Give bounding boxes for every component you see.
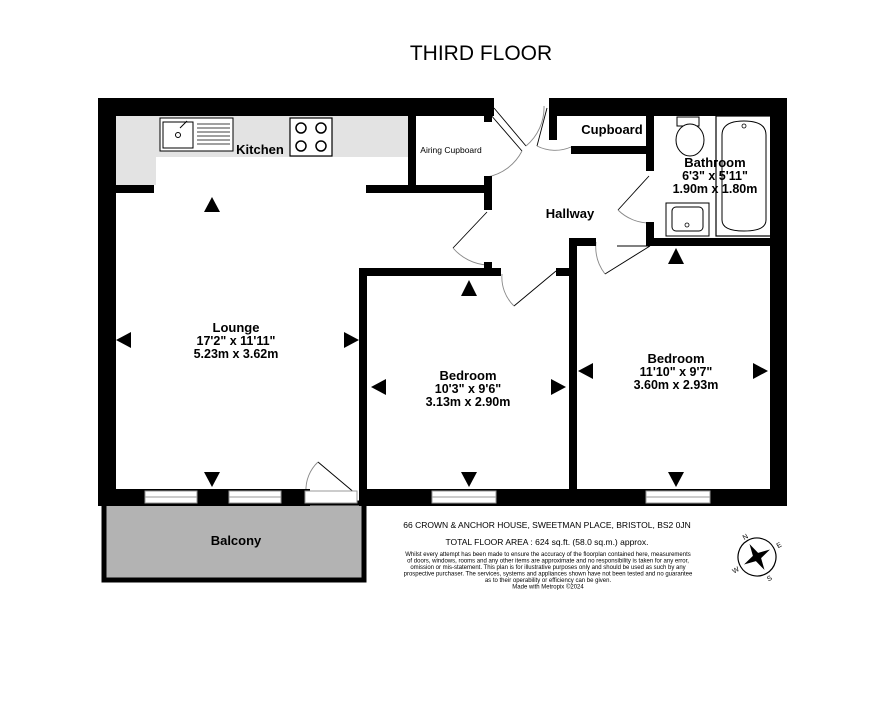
compass-south: S [766, 575, 774, 584]
disclaimer-line: Whilst every attempt has been made to en… [405, 552, 691, 558]
disclaimer-line: of doors, windows, rooms and any other i… [407, 559, 689, 565]
balcony-label: Balcony [211, 533, 262, 548]
floor-title: THIRD FLOOR [410, 42, 552, 65]
sink-icon [159, 117, 234, 152]
dimension-arrows [116, 197, 768, 487]
compass-icon: N S E W [731, 533, 784, 584]
bedroom-1-label: Bedroom [439, 368, 496, 383]
floor-area-text: TOTAL FLOOR AREA : 624 sq.ft. (58.0 sq.m… [446, 537, 649, 547]
hob-icon [289, 117, 333, 157]
bedroom-2-imperial: 11'10" x 9'7" [640, 365, 713, 379]
lounge-imperial: 17'2" x 11'11" [197, 334, 276, 348]
windows [144, 490, 711, 504]
lounge-label: Lounge [213, 320, 260, 335]
hallway-label: Hallway [546, 206, 595, 221]
cupboard-label: Cupboard [581, 122, 642, 137]
bedroom-2-label: Bedroom [647, 351, 704, 366]
compass-west: W [731, 566, 741, 576]
basin-icon [665, 202, 710, 237]
compass-east: E [776, 541, 784, 550]
address-text: 66 CROWN & ANCHOR HOUSE, SWEETMAN PLACE,… [403, 520, 691, 530]
balcony-area [101, 500, 367, 583]
disclaimer-line: as to their operability or efficiency ca… [485, 578, 612, 584]
compass-north: N [742, 533, 750, 542]
disclaimer-line: omission or mis-statement. This plan is … [410, 565, 685, 571]
bedroom-1-imperial: 10'3" x 9'6" [435, 382, 502, 396]
bathroom-label: Bathroom [684, 155, 745, 170]
kitchen-label: Kitchen [236, 142, 284, 157]
disclaimer-line: prospective purchaser. The services, sys… [404, 572, 693, 578]
bathroom-imperial: 6'3" x 5'11" [682, 169, 748, 183]
bedroom-1-metric: 3.13m x 2.90m [426, 395, 511, 409]
bedroom-2-metric: 3.60m x 2.93m [634, 378, 719, 392]
lounge-metric: 5.23m x 3.62m [194, 347, 279, 361]
toilet-icon [675, 116, 705, 157]
bathroom-metric: 1.90m x 1.80m [673, 182, 758, 196]
disclaimer-line: Made with Metropix ©2024 [512, 584, 584, 591]
door-swings [305, 105, 651, 495]
airing-cupboard-label: Airing Cupboard [420, 145, 482, 155]
